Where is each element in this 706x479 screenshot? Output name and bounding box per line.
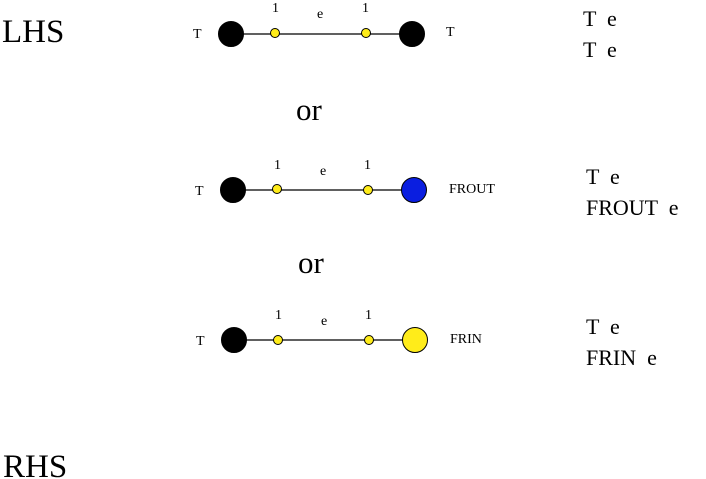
right-node [399,21,425,47]
left-node [220,177,246,203]
right-node-label: T [446,25,455,40]
rule-row-2: T FROUT 1 e 1 T e FROUT e [195,158,679,220]
side-line-1: T e [583,6,617,31]
rule-row-3: T FRIN 1 e 1 T e FRIN e [196,308,657,370]
port-left-label: 1 [275,308,282,323]
edge-label: e [320,164,326,179]
side-line-2: FRIN e [586,345,657,370]
right-node [402,327,428,353]
side-line-1: T e [586,164,620,189]
side-line-2: T e [583,37,617,62]
port-left [273,335,283,345]
port-right [363,185,373,195]
port-left-label: 1 [272,1,279,16]
side-line-1: T e [586,314,620,339]
left-node-label: T [196,334,205,349]
right-node-label: FROUT [449,182,495,197]
port-right [361,28,371,38]
left-node-label: T [193,27,202,42]
rhs-label: RHS [3,449,67,479]
edge-label: e [317,7,323,22]
port-left [272,184,282,194]
or-label-1: or [296,92,323,127]
left-node [218,21,244,47]
right-node [401,177,427,203]
edge-label: e [321,314,327,329]
port-left [270,28,280,38]
side-line-2: FROUT e [586,195,679,220]
port-right-label: 1 [362,1,369,16]
port-right-label: 1 [364,158,371,173]
port-right [364,335,374,345]
port-right-label: 1 [365,308,372,323]
rule-row-1: T T 1 e 1 T e T e [193,1,617,62]
left-node [221,327,247,353]
port-left-label: 1 [274,158,281,173]
or-label-2: or [298,245,325,280]
lhs-label: LHS [2,14,64,50]
left-node-label: T [195,184,204,199]
right-node-label: FRIN [450,332,482,347]
